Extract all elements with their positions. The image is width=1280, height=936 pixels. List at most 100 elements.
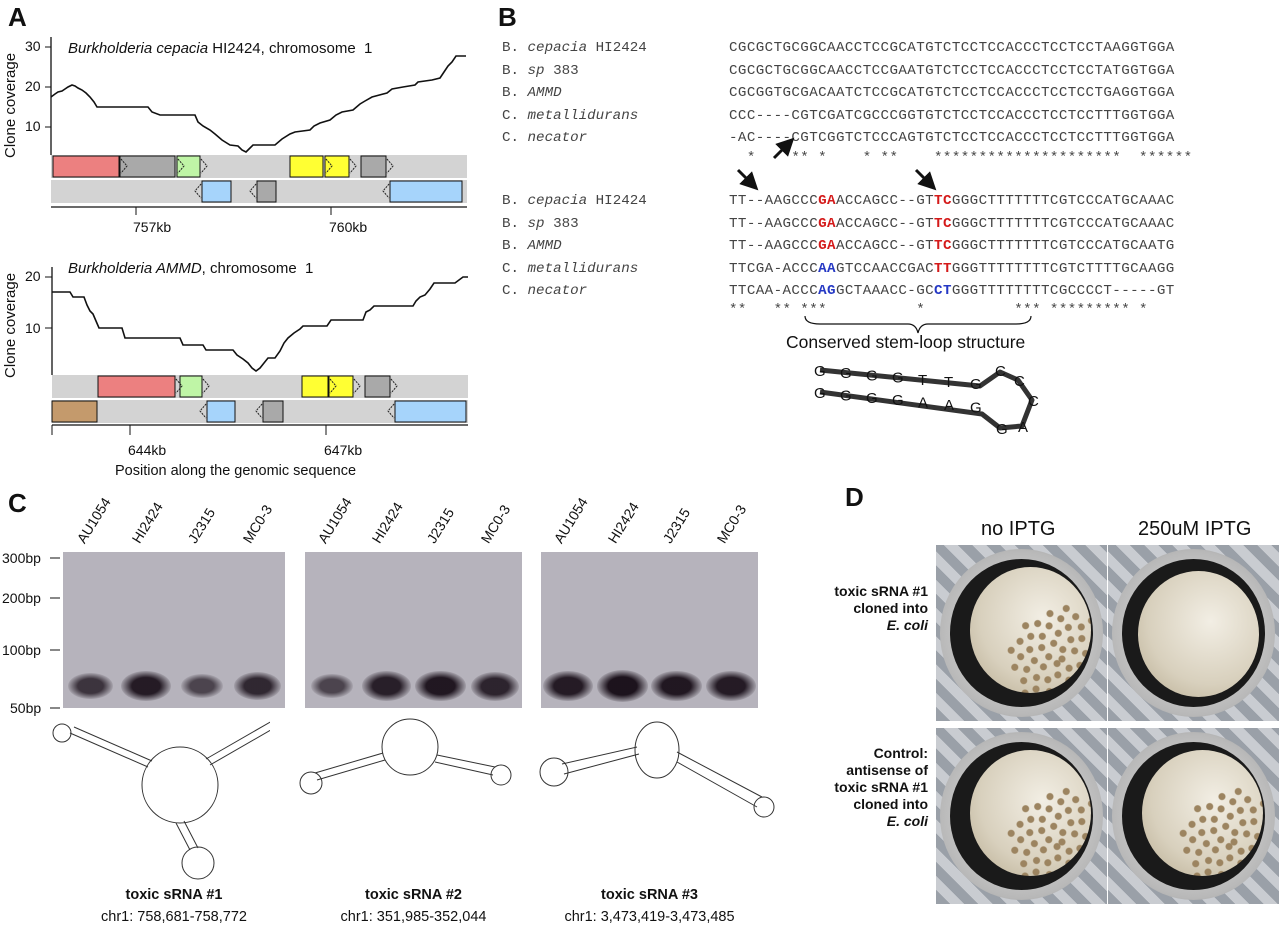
gene-gray <box>262 400 284 423</box>
nucleotide-label: G <box>970 399 982 416</box>
size-marker-300bp: 300bp <box>2 550 41 566</box>
sequence-segment: TT--AAGCCC <box>729 238 819 254</box>
lane-label: J2315 <box>423 505 457 546</box>
sequence-row: TT--AAGCCCGAACCAGCC--GTTCGGGCTTTTTTTCGTC… <box>729 235 1175 258</box>
gene-blue <box>389 180 463 203</box>
gene-blue <box>394 400 467 423</box>
sequence-row: TT--AAGCCCGAACCAGCC--GTTCGGGCTTTTTTTCGTC… <box>729 190 1175 213</box>
gene-yellow <box>324 155 350 178</box>
lane-label: J2315 <box>659 505 693 546</box>
lane-label: MC0-3 <box>713 501 750 546</box>
species-list-block1: B. cepacia HI2424 B. sp 383 B. AMMD C. m… <box>502 37 647 150</box>
gene-blue <box>201 180 232 203</box>
ytick-20: 20 <box>25 268 41 284</box>
lane-label: AU1054 <box>550 494 591 546</box>
plate-photo-colonies <box>936 728 1107 904</box>
caption-title: toxic sRNA #2 <box>365 887 462 903</box>
sequence-row: TTCAA-ACCCAGGCTAAACC-GCCTGGGTTTTTTTTCGCC… <box>729 280 1175 303</box>
panel-label-d: D <box>845 482 864 512</box>
lane-label: AU1054 <box>314 494 355 546</box>
ytick-30: 30 <box>25 38 41 54</box>
sequence-segment: ACCAGCC--GT <box>835 193 935 209</box>
sequence-segment: GCTAAACC-GC <box>835 283 935 299</box>
nucleotide-label: G <box>840 387 852 404</box>
sequence-row: CGCGCTGCGGCAACCTCCGCATGTCTCCTCCACCCTCCTC… <box>729 40 1175 56</box>
conservation-stars: ** ** *** * *** ********* * <box>729 302 1148 318</box>
nucleotide-label: G <box>814 363 826 380</box>
size-marker-200bp: 200bp <box>2 590 41 606</box>
ytick-10: 10 <box>25 118 41 134</box>
arrow-icon <box>914 168 937 191</box>
gene-yellow <box>289 155 324 178</box>
gel-image <box>305 552 522 708</box>
nucleotide-label: T <box>918 372 927 389</box>
nucleotide-label: T <box>944 374 953 391</box>
plot1-coverage-line <box>50 55 466 153</box>
gene-gray <box>256 180 277 203</box>
sequence-row: CGCGGTGCGACAATCTCCGCATGTCTCCTCCACCCTCCTC… <box>729 85 1175 101</box>
rna-structure-3 <box>539 721 775 818</box>
gene-brown <box>51 400 98 423</box>
species-name: B. cepacia HI2424 <box>502 40 647 56</box>
species-name: B. sp 383 <box>502 215 579 232</box>
mismatch-bases: GA <box>818 238 836 254</box>
col-header-250um-iptg: 250uM IPTG <box>1138 518 1252 540</box>
rna-structure-2 <box>299 718 512 795</box>
panel-label-c: C <box>8 488 27 518</box>
xtick-647kb: 647kb <box>324 442 363 458</box>
plot2-title: Burkholderia AMMD, chromosome 1 <box>68 260 313 277</box>
species-name: B. AMMD <box>502 85 562 101</box>
mismatch-bases: TC <box>934 215 952 232</box>
plot2-title-species: Burkholderia AMMD <box>68 260 202 277</box>
gene-red <box>97 375 176 398</box>
nucleotide-label: G <box>970 376 982 393</box>
mismatch-bases: AA <box>818 260 836 277</box>
nucleotide-label: G <box>892 392 904 409</box>
species-name: B. sp 383 <box>502 62 579 79</box>
gel-band <box>651 670 702 702</box>
arrowheads-reverse <box>194 183 390 199</box>
gel-band <box>706 670 756 702</box>
gene-yellow <box>301 375 329 398</box>
mismatch-bases: GA <box>818 193 836 209</box>
gel-band <box>361 671 411 701</box>
mismatch-bases: CT <box>934 283 952 299</box>
gel-band <box>415 670 466 702</box>
caption-coords: chr1: 758,681-758,772 <box>101 909 247 925</box>
mismatch-bases: GA <box>818 215 836 232</box>
sequence-segment: GTCCAACCGAC <box>835 260 935 277</box>
sequence-segment: GGGTTTTTTTTCGTCTTTTGCAAGG <box>951 260 1175 277</box>
plot2-track-reverse <box>52 400 468 423</box>
sequence-segment: GGGCTTTTTTTCGTCCCATGCAAAC <box>951 193 1175 209</box>
size-marker-50bp: 50bp <box>10 700 42 716</box>
nucleotide-label: G <box>892 370 904 387</box>
sequence-segment: ACCAGCC--GT <box>835 238 935 254</box>
panel-label-a: A <box>8 2 27 32</box>
nucleotide-label: G <box>866 390 878 407</box>
nucleotide-label: G <box>814 385 826 402</box>
sequence-segment: TTCGA-ACCC <box>729 260 819 277</box>
lane-label: J2315 <box>184 505 218 546</box>
species-name: C. metallidurans <box>502 260 639 277</box>
sequence-segment: TT--AAGCCC <box>729 215 819 232</box>
xtick-757kb: 757kb <box>133 219 172 235</box>
gel-band <box>470 671 519 701</box>
species-name: C. necator <box>502 283 588 299</box>
plate-photo-colonies <box>936 545 1107 721</box>
plot1-title-species: Burkholderia cepacia <box>68 40 209 57</box>
plot1-title-rest: HI2424, chromosome 1 <box>208 40 373 57</box>
mismatch-bases: TC <box>934 238 952 254</box>
caption-title: toxic sRNA #1 <box>125 887 223 903</box>
caption-coords: chr1: 3,473,419-3,473,485 <box>564 909 735 925</box>
lane-label: MC0-3 <box>239 501 276 546</box>
stem-loop-annotation: Conserved stem-loop structure <box>786 332 1026 352</box>
nucleotide-label: G <box>996 421 1008 438</box>
nucleotide-label: G <box>840 365 852 382</box>
gel-band <box>121 670 172 702</box>
lane-label: AU1054 <box>73 494 114 546</box>
arrowheads-reverse <box>199 403 395 419</box>
gel-band <box>68 672 114 700</box>
